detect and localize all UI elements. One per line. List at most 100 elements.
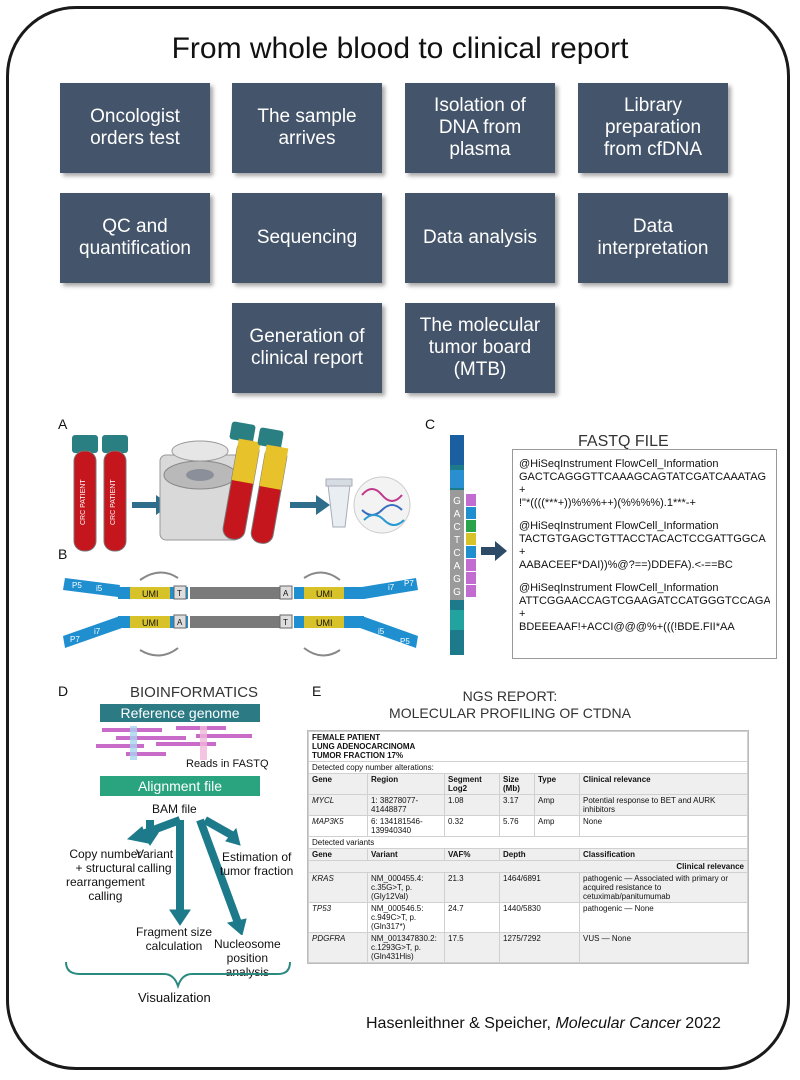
- table-header: Classification: [579, 848, 748, 861]
- step-data-analysis: Data analysis: [405, 193, 555, 283]
- panel-c-sequencing-bar: GACTCAGG: [450, 435, 507, 655]
- svg-text:UMI: UMI: [142, 618, 159, 628]
- table-cell: TP53: [308, 902, 368, 933]
- svg-text:P5: P5: [400, 637, 410, 646]
- patient-sex: FEMALE PATIENT: [312, 733, 381, 742]
- table-cell: MYCL: [308, 794, 368, 816]
- table-cell: 0.32: [444, 815, 500, 837]
- step-sequencing: Sequencing: [232, 193, 382, 283]
- svg-text:T: T: [177, 589, 182, 598]
- fastq-sequence: ATTCGGAACCAGTCGAAGATCCATGGGTCCAGA: [519, 595, 770, 607]
- output-tumor-fraction: Estimation of tumor fraction: [220, 850, 294, 878]
- table-cell-classification: pathogenic: [583, 874, 623, 883]
- panel-label-d: D: [58, 683, 69, 699]
- table-cell: 1.08: [444, 794, 500, 816]
- svg-text:CRC PATIENT: CRC PATIENT: [80, 479, 87, 525]
- fastq-plus: +: [519, 608, 526, 620]
- svg-text:P5: P5: [72, 581, 82, 590]
- ngs-report-title-line2: MOLECULAR PROFILING OF CTDNA: [389, 705, 631, 721]
- sequence-letter: C: [453, 522, 460, 533]
- table-header: Gene: [308, 773, 368, 795]
- page-title: From whole blood to clinical report: [171, 32, 629, 65]
- arrow-icon: [481, 541, 507, 561]
- svg-text:i7: i7: [388, 583, 395, 592]
- table-header: Type: [534, 773, 580, 795]
- table-cell: 6: 134181546-139940340: [367, 815, 445, 837]
- table-cell: PDGFRA: [308, 932, 368, 963]
- table-cell: NM_001347830.2: c.1293G>T, p.(Gln431His): [367, 932, 445, 963]
- table-cell: NM_000546.5: c.949C>T, p.(Gln317*): [367, 902, 445, 933]
- ngs-report-title-line1: NGS REPORT:: [462, 688, 558, 704]
- step-oncologist-orders-test: Oncologist orders test: [60, 83, 210, 173]
- blood-tube-icon: CRC PATIENT: [102, 435, 128, 552]
- reads-illustration: [96, 726, 252, 760]
- table-cell: 21.3: [444, 872, 500, 903]
- visualization-label: Visualization: [138, 990, 211, 1005]
- fastq-title: FASTQ FILE: [578, 433, 669, 450]
- svg-text:P7: P7: [70, 635, 80, 644]
- output-nucleosome: Nucleosome position analysis: [214, 937, 281, 979]
- alignment-file-bar: Alignment file (SAM/BAM): [100, 776, 260, 814]
- panel-b-adapter-diagram: UMI P5 i5 T A UMI i7 P7 UMI P7 i7 A T UM…: [63, 571, 418, 657]
- table-cell: VUS — None: [579, 932, 748, 963]
- output-copy-number: Copy number + structural rearrangement c…: [66, 847, 145, 903]
- reference-genome-bar: Reference genome: [100, 704, 260, 722]
- table-header: Segment Log2: [444, 773, 500, 795]
- svg-text:A: A: [177, 618, 183, 627]
- fastq-quality: AABACEEF*DAI))%@?==)DDEFA).<-==BC: [519, 559, 733, 571]
- table-header: VAF%: [444, 848, 500, 861]
- svg-text:A: A: [283, 589, 289, 598]
- table-cell: 5.76: [499, 815, 535, 837]
- sequence-letter: G: [453, 496, 461, 507]
- fastq-file-box: @HiSeqInstrument FlowCell_Information GA…: [512, 449, 777, 659]
- table-cell: Amp: [534, 794, 580, 816]
- plasma-tube-icon: [250, 427, 289, 544]
- fastq-quality: !"*((((***+))%%%++)(%%%%).1***-+: [519, 497, 696, 509]
- svg-text:i5: i5: [378, 627, 385, 636]
- table-cell: None: [579, 815, 748, 837]
- sequence-letter: T: [454, 535, 460, 546]
- arrow-icon: [290, 495, 330, 515]
- fastq-header: @HiSeqInstrument FlowCell_Information: [519, 458, 719, 470]
- citation-journal: Molecular Cancer: [555, 1015, 681, 1032]
- centrifuge-icon: [159, 440, 241, 541]
- blood-tube-icon: CRC PATIENT: [72, 435, 98, 552]
- table-cell: 3.17: [499, 794, 535, 816]
- table-header: Gene: [308, 848, 368, 861]
- table-header: Region: [367, 773, 445, 795]
- sequence-letter: A: [454, 509, 461, 520]
- panel-label-c: C: [425, 416, 436, 432]
- svg-text:i7: i7: [94, 627, 101, 636]
- table-cell-relevance: Associated with primary or acquired resi…: [583, 874, 728, 901]
- rounded-frame: [6, 6, 790, 1070]
- citation-year: 2022: [680, 1015, 721, 1032]
- fastq-quality: BDEEEAAF!+ACCI@@@%+(((!BDE.FII*AA: [519, 621, 735, 633]
- table-header: Size (Mb): [499, 773, 535, 795]
- reads-label: Reads in FASTQ: [186, 758, 269, 770]
- sequence-letter: G: [453, 587, 461, 598]
- patient-tumor-fraction: TUMOR FRACTION 17%: [312, 751, 404, 760]
- svg-text:i5: i5: [96, 584, 103, 593]
- table-cell: MAP3K5: [308, 815, 368, 837]
- table-cell: KRAS: [308, 872, 368, 903]
- plasma-tube-icon: [222, 421, 261, 540]
- output-variant-calling: Variant calling: [136, 847, 174, 875]
- sequence-letter: C: [453, 548, 460, 559]
- table-cell: 24.7: [444, 902, 500, 933]
- visualization-brace: [65, 961, 291, 990]
- svg-text:UMI: UMI: [316, 589, 333, 599]
- step-dna-isolation: Isolation of DNA from plasma: [405, 83, 555, 173]
- bam-file-label: BAM file: [152, 802, 197, 816]
- patient-info: FEMALE PATIENT LUNG ADENOCARCINOMA TUMOR…: [308, 731, 748, 762]
- ngs-report-table: FEMALE PATIENT LUNG ADENOCARCINOMA TUMOR…: [307, 730, 749, 964]
- table-cell: pathogenic — Associated with primary or …: [579, 872, 748, 903]
- step-molecular-tumor-board: The molecular tumor board (MTB): [405, 303, 555, 393]
- table-cell: 1464/6891: [499, 872, 580, 903]
- cna-section-title: Detected copy number alterations:: [308, 761, 748, 774]
- table-cell: 1: 38278077-41448877: [367, 794, 445, 816]
- table-cell-classification: pathogenic: [583, 904, 623, 913]
- step-library-preparation: Library preparation from cfDNA: [578, 83, 728, 173]
- table-cell: Amp: [534, 815, 580, 837]
- fastq-plus: +: [519, 546, 526, 558]
- analysis-arrows: [126, 816, 247, 935]
